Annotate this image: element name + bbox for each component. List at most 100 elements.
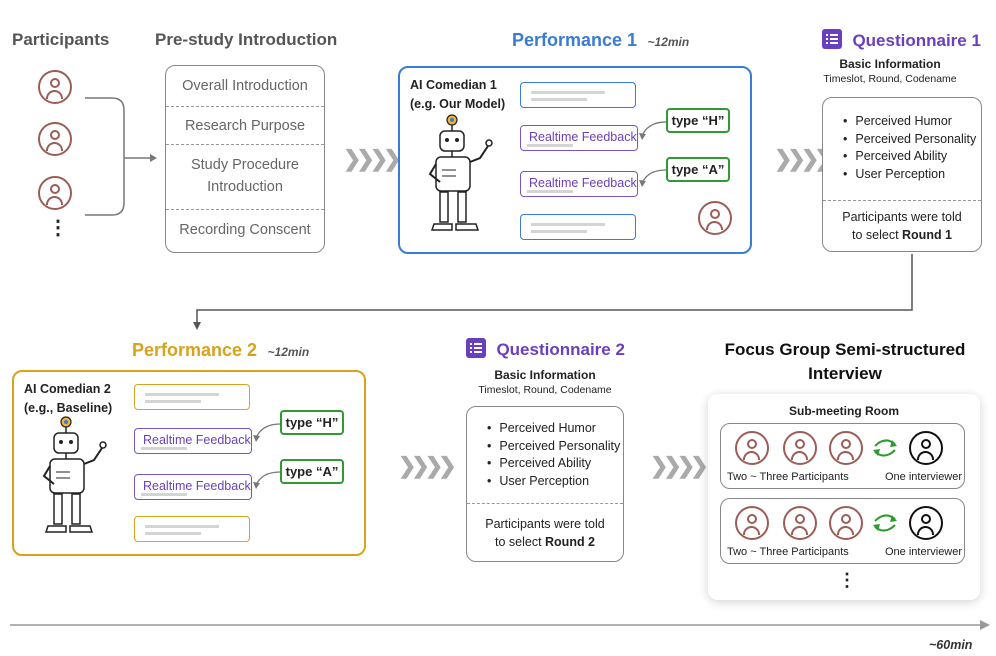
- person-icon: [735, 431, 769, 465]
- intro-item: Recording Conscent: [179, 222, 311, 238]
- performance1-time: ~12min: [647, 35, 690, 49]
- intro-item: Overall Introduction: [182, 78, 308, 94]
- q2-told-prefix: to select: [494, 535, 546, 549]
- q2-item-list: Perceived Humor Perceived Personality Pe…: [487, 420, 620, 490]
- chevron-arrows-icon: ❯❯❯❯: [343, 146, 402, 171]
- comedian2-name: AI Comedian 2: [24, 382, 111, 396]
- questionnaire2-header: Questionnaire 2: [466, 338, 625, 360]
- questionnaire2-title: Questionnaire 2: [496, 340, 625, 359]
- person-icon: [38, 122, 72, 156]
- chevron-arrows-icon: ❯❯❯❯: [774, 146, 833, 171]
- divider: [166, 144, 324, 145]
- q2-told-text: Participants were told to select Round 2: [467, 515, 623, 551]
- feedback-arrows: [639, 121, 667, 187]
- q2-told-line1: Participants were told: [485, 517, 605, 531]
- timeline-arrow: [10, 620, 990, 630]
- focus-group-box: Sub-meeting Room Two ~ Three Participant…: [708, 394, 980, 600]
- questionnaire1-title: Questionnaire 1: [852, 31, 981, 50]
- feedback-label: Realtime Feedback: [143, 433, 251, 447]
- robot-icon: [42, 416, 107, 533]
- person-icon: [829, 431, 863, 465]
- comedian1-label: AI Comedian 1 (e.g. Our Model): [410, 76, 505, 114]
- q1-told-line2: to select Round 1: [823, 226, 981, 244]
- questionnaire1-header: Questionnaire 1: [822, 29, 981, 51]
- bracket-arrow: [85, 97, 157, 216]
- comedian-message: [520, 82, 636, 108]
- person-icon: [38, 176, 72, 210]
- q2-item: Perceived Humor: [487, 420, 620, 438]
- rooms-ellipsis: ⋮: [838, 570, 856, 590]
- form-icon: [466, 338, 486, 358]
- feedback-label: Realtime Feedback: [529, 176, 637, 190]
- interviewer-label: One interviewer: [885, 546, 963, 558]
- q2-basic-info: Basic Information Timeslot, Round, Coden…: [455, 368, 635, 396]
- q1-item: User Perception: [843, 166, 976, 184]
- sub-meeting-room-title: Sub-meeting Room: [789, 404, 899, 418]
- q1-item-list: Perceived Humor Perceived Personality Pe…: [843, 113, 976, 183]
- comedian-message: [134, 384, 250, 410]
- performance2-time: ~12min: [267, 345, 310, 359]
- row-connector-arrow: [193, 254, 913, 330]
- person-icon: [829, 506, 863, 540]
- q1-told-text: Participants were told to select Round 1: [823, 208, 981, 244]
- q2-basic-sub: Timeslot, Round, Codename: [478, 384, 612, 396]
- intro-item: Study Procedure: [190, 157, 299, 173]
- q2-basic-title: Basic Information: [494, 368, 596, 382]
- type-a-key: type “A”: [280, 459, 344, 484]
- questionnaire1-box: Perceived Humor Perceived Personality Pe…: [822, 97, 982, 252]
- person-icon: [698, 201, 732, 235]
- robot-icon: [428, 114, 493, 231]
- comedian2-label: AI Comedian 2 (e.g., Baseline): [24, 380, 112, 418]
- q2-item: User Perception: [487, 473, 620, 491]
- sub-meeting-room: Two ~ Three Participants One interviewer: [720, 423, 965, 489]
- participants-label: Two ~ Three Participants: [727, 546, 849, 558]
- q1-basic-title: Basic Information: [839, 57, 941, 71]
- q1-told-line1: Participants were told: [842, 210, 962, 224]
- focus-group-header: Focus Group Semi-structured Interview: [706, 338, 984, 386]
- swap-arrows-icon: [873, 439, 897, 457]
- chevron-arrows-icon: ❯❯❯❯: [398, 453, 457, 478]
- realtime-feedback: Realtime Feedback: [134, 474, 252, 500]
- q1-basic-info: Basic Information Timeslot, Round, Coden…: [800, 57, 980, 85]
- chevron-arrows-icon: ❯❯❯❯: [650, 453, 709, 478]
- questionnaire2-box: Perceived Humor Perceived Personality Pe…: [466, 406, 624, 562]
- comedian2-example: (e.g., Baseline): [24, 401, 113, 415]
- type-h-key: type “H”: [280, 410, 344, 435]
- feedback-label: Realtime Feedback: [529, 130, 637, 144]
- performance2-box: AI Comedian 2 (e.g., Baseline) Realtime …: [12, 370, 366, 556]
- pre-study-box: Overall Introduction Research Purpose St…: [165, 65, 325, 253]
- interviewer-icon: [909, 431, 943, 465]
- person-icon: [38, 70, 72, 104]
- swap-arrows-icon: [873, 514, 897, 532]
- performance1-header: Performance 1 ~12min: [512, 30, 689, 51]
- participants-ellipsis: ⋮: [48, 217, 68, 239]
- q1-item: Perceived Humor: [843, 113, 976, 131]
- comedian-message: [520, 214, 636, 240]
- type-a-key: type “A”: [666, 157, 730, 182]
- q1-told-prefix: to select: [851, 228, 903, 242]
- q2-told-round: Round 2: [545, 535, 596, 549]
- sub-meeting-room: Two ~ Three Participants One interviewer: [720, 498, 965, 564]
- comedian-message: [134, 516, 250, 542]
- q2-item: Perceived Personality: [487, 438, 620, 456]
- focus-group-title-line1: Focus Group Semi-structured: [724, 340, 966, 359]
- participants-header: Participants: [12, 30, 110, 49]
- comedian1-example: (e.g. Our Model): [410, 97, 506, 111]
- performance1-box: AI Comedian 1 (e.g. Our Model) Realtime …: [398, 66, 752, 254]
- form-icon: [822, 29, 842, 49]
- person-icon: [783, 506, 817, 540]
- type-h-key: type “H”: [666, 108, 730, 133]
- divider: [823, 200, 981, 201]
- divider: [166, 209, 324, 210]
- divider: [467, 503, 623, 504]
- q1-basic-sub: Timeslot, Round, Codename: [823, 73, 957, 85]
- performance2-header: Performance 2 ~12min: [132, 340, 309, 361]
- q1-told-round: Round 1: [902, 228, 953, 242]
- intro-item: Introduction: [207, 179, 283, 195]
- person-icon: [783, 431, 817, 465]
- participants-label: Two ~ Three Participants: [727, 471, 849, 483]
- feedback-arrows: [253, 423, 281, 489]
- focus-group-title-line2: Interview: [808, 364, 882, 383]
- intro-item: Research Purpose: [184, 118, 306, 134]
- q2-told-line2: to select Round 2: [467, 533, 623, 551]
